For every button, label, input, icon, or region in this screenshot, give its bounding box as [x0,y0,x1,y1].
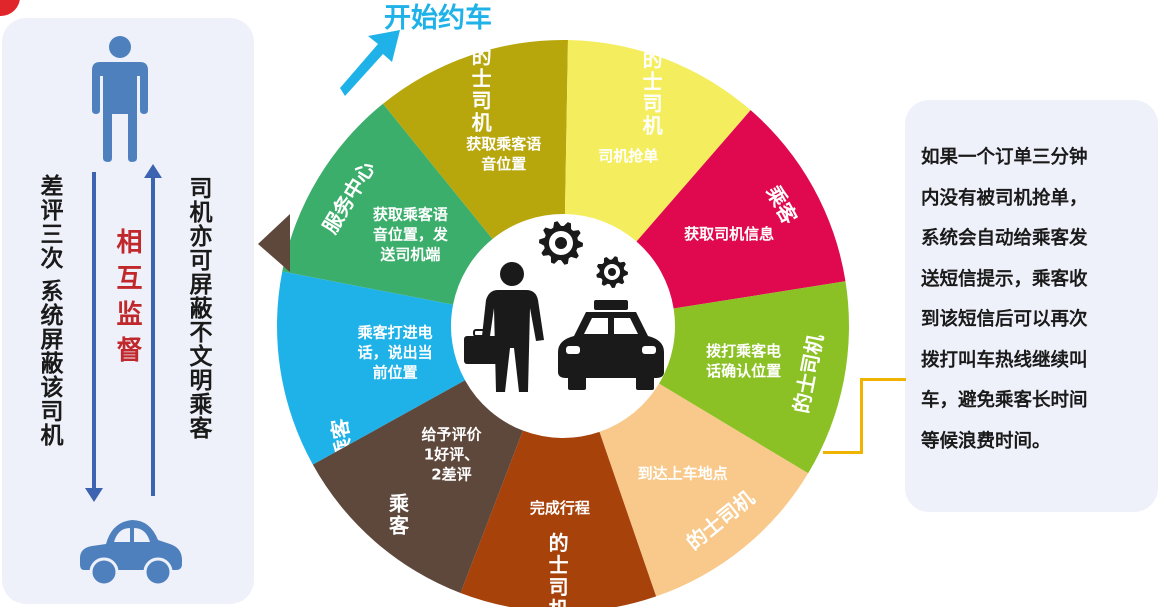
note-connector [860,378,906,381]
segment-step-label: 乘客打进电话，说出当前位置 [357,324,433,382]
businessman-icon [464,262,544,392]
wheel-segment [659,281,849,474]
wheel-segment [460,430,657,607]
timeout-note-text: 如果一个订单三分钟 内没有被司机抢单， 系统会自动给乘客发 送短信提示，乘客收 … [921,147,1088,452]
wheel-segment [282,103,493,305]
wheel-segment [277,271,466,465]
segment-step-label: 完成行程 [530,499,590,517]
segment-step-label: 获取乘客语音位置 [466,135,541,173]
timeout-note-panel [905,100,1158,512]
exit-arrow [258,214,290,272]
mutual-supervision-label: 相互监督 [112,228,142,372]
passenger-block-rule: 司机亦可屏蔽不文明乘客 [185,176,211,440]
start-arrow [340,30,400,96]
wheel-segment [564,40,751,242]
passenger-icon [92,36,148,162]
wheel-segments: 乘客乘客打进电话，说出当前位置服务中心获取乘客语音位置，发送司机端的士司机获取乘… [277,40,849,607]
segment-step-label: 获取司机信息 [684,225,774,243]
wheel-segment [636,110,846,309]
note-connector-bottom [823,451,863,454]
driver-rating-rule: 差评三次 系统屏蔽该司机 [36,174,62,448]
wheel-segment [599,383,809,597]
taxi-icon [558,300,664,390]
gear-icon [596,256,628,288]
wheel-segment [312,380,523,594]
segment-role-label: 的士司机 [549,531,569,607]
down-arrow-shaft [92,172,96,490]
wheel-segment [383,40,568,239]
segment-step-label: 拨打乘客电话确认位置 [706,342,781,380]
segment-step-label: 到达上车地点 [638,465,728,483]
gear-icon [539,221,583,265]
start-label: 开始约车 [384,2,492,34]
down-arrow-head [85,488,103,502]
up-arrow-shaft [151,176,155,496]
segment-role-label: 乘客 [388,492,410,538]
up-arrow-head [144,164,162,178]
car-icon [80,520,182,587]
segment-role-label: 的士司机 [472,45,492,135]
segment-role-label: 的士司机 [643,48,663,138]
segment-step-label: 获取乘客语音位置，发送司机端 [373,205,449,263]
segment-step-label: 司机抢单 [598,147,658,165]
note-connector-vertical [860,378,863,453]
